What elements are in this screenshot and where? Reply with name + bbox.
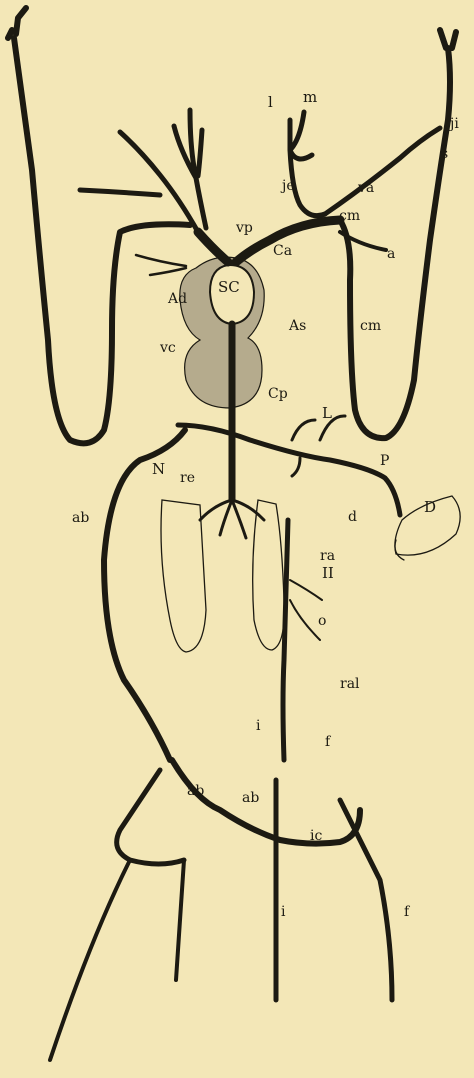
label-o: o [318, 613, 326, 629]
label-ab-left: ab [72, 510, 89, 526]
label-l: l [268, 93, 273, 111]
femoral-vein [340, 800, 392, 1000]
organ-D-cap [395, 540, 404, 560]
label-f-upper: f [325, 734, 332, 750]
label-va: va [357, 180, 374, 196]
label-D: D [424, 498, 436, 516]
vertebral-vein [325, 128, 440, 214]
pulmonary-branches [292, 416, 345, 476]
label-ji: ji [448, 116, 459, 132]
label-vp: vp [235, 220, 253, 236]
vena-cava-left-branch [136, 255, 186, 275]
label-cm-lower: cm [360, 318, 381, 334]
label-Cp: Cp [268, 386, 288, 402]
right-kidney [253, 500, 285, 650]
label-i-lower: i [281, 904, 286, 920]
label-a: a [387, 246, 395, 262]
external-jugular [290, 112, 325, 216]
label-SC: SC [218, 278, 240, 296]
label-P: P [380, 453, 389, 469]
diagram-labels: l m ji je s va vp cm Ca a SC Ad As cm vc… [72, 88, 459, 920]
left-hindlimb [50, 860, 130, 1060]
anterior-cava-left [198, 232, 228, 262]
label-cm-upper: cm [339, 208, 360, 224]
cross-vein-2 [117, 770, 184, 864]
label-s: s [441, 146, 448, 162]
label-ral: ral [340, 676, 360, 692]
label-N: N [152, 460, 165, 478]
cranial-branches [80, 110, 206, 232]
label-je: je [280, 178, 295, 194]
renal-afferent [283, 520, 288, 760]
label-i-upper: i [256, 718, 261, 734]
label-m: m [303, 88, 317, 106]
label-ab-lower-left: ab [187, 783, 204, 799]
abdominal-vein-trunk [178, 425, 400, 515]
label-Ad: Ad [167, 291, 187, 307]
label-II: II [322, 564, 334, 582]
abdominal-vein-left [104, 430, 185, 760]
cross-vein-1 [172, 760, 360, 844]
label-re: re [180, 470, 195, 486]
left-kidney [161, 500, 206, 652]
label-f-lower: f [404, 904, 411, 920]
right-limb-vein [340, 30, 456, 438]
label-vc: vc [159, 340, 176, 356]
label-Ca: Ca [273, 243, 292, 259]
vein-network [8, 8, 460, 1060]
left-limb-vein [8, 8, 190, 443]
label-L: L [322, 404, 332, 422]
label-As: As [288, 318, 306, 334]
label-ab-lower-mid: ab [242, 790, 259, 806]
left-hindlimb-2 [176, 860, 184, 980]
label-ra: ra [320, 548, 335, 564]
ovarian-branches [290, 580, 322, 640]
label-ic: ic [310, 828, 322, 844]
label-d: d [348, 509, 357, 525]
